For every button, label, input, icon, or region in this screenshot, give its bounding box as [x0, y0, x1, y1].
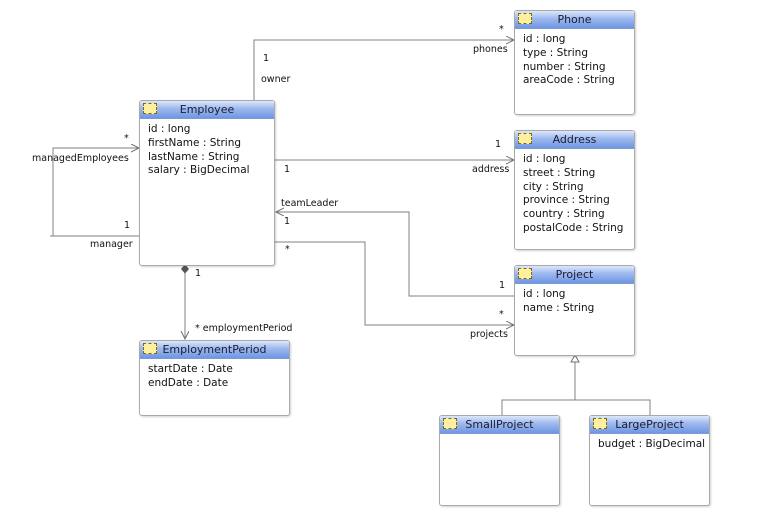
- team-leader-employee-multiplicity: 1: [284, 216, 291, 227]
- class-small-project-header: SmallProject: [440, 416, 559, 434]
- attribute: salary : BigDecimal: [148, 164, 250, 177]
- class-large-project-attributes: budget : BigDecimal: [590, 434, 709, 452]
- attribute: areaCode : String: [523, 74, 615, 87]
- large-project-generalization-line[interactable]: [575, 399, 651, 415]
- class-large-project-name: LargeProject: [615, 418, 684, 431]
- class-large-project-header: LargeProject: [590, 416, 709, 434]
- attribute: firstName : String: [148, 136, 242, 149]
- class-employee-name: Employee: [179, 103, 235, 116]
- projects-employee-multiplicity: *: [285, 244, 290, 255]
- class-address-header: Address: [515, 131, 634, 149]
- class-icon: [143, 343, 157, 354]
- address-source-multiplicity: 1: [284, 164, 291, 175]
- attribute: number : String: [523, 60, 606, 73]
- manager-role: manager: [90, 239, 133, 250]
- team-leader-line[interactable]: [276, 212, 514, 297]
- attribute: id : long: [523, 33, 566, 45]
- projects-role: projects: [470, 329, 508, 340]
- phones-target-role: phones: [473, 44, 508, 55]
- class-employment-period[interactable]: EmploymentPeriod startDate : Date endDat…: [139, 340, 290, 416]
- class-phone[interactable]: Phone id : long type : String number : S…: [514, 10, 635, 115]
- attribute: id : long: [523, 153, 566, 165]
- class-project-header: Project: [515, 266, 634, 284]
- address-target-role: address: [472, 164, 510, 175]
- class-phone-name: Phone: [557, 13, 592, 26]
- class-icon: [518, 133, 532, 144]
- attribute: country : String: [523, 208, 605, 221]
- class-employment-period-header: EmploymentPeriod: [140, 341, 289, 359]
- attribute: id : long: [523, 288, 566, 300]
- class-project[interactable]: Project id : long name : String: [514, 265, 635, 356]
- attribute: id : long: [148, 123, 191, 135]
- attribute: type : String: [523, 46, 589, 59]
- manager-line[interactable]: [52, 148, 139, 236]
- class-icon: [593, 418, 607, 429]
- manager-multiplicity: 1: [124, 220, 131, 231]
- class-phone-attributes: id : long type : String number : String …: [515, 29, 634, 88]
- class-icon: [518, 13, 532, 24]
- employment-period-source-multiplicity: 1: [195, 268, 202, 279]
- phones-source-multiplicity: 1: [263, 53, 270, 64]
- projects-project-multiplicity: *: [499, 309, 504, 320]
- attribute: endDate : Date: [148, 376, 229, 389]
- attribute: budget : BigDecimal: [598, 438, 706, 450]
- attribute: name : String: [523, 301, 595, 314]
- class-small-project-name: SmallProject: [465, 418, 534, 431]
- composition-diamond-icon: [180, 264, 190, 274]
- class-icon: [443, 418, 457, 429]
- class-project-name: Project: [555, 268, 594, 281]
- team-leader-role: teamLeader: [281, 198, 339, 209]
- attribute: province : String: [523, 194, 610, 207]
- class-address-name: Address: [552, 133, 597, 146]
- class-address-attributes: id : long street : String city : String …: [515, 149, 634, 236]
- class-icon: [143, 103, 157, 114]
- attribute: postalCode : String: [523, 221, 624, 234]
- class-employee[interactable]: Employee id : long firstName : String la…: [139, 100, 275, 266]
- phones-target-multiplicity: *: [499, 24, 504, 35]
- class-employee-attributes: id : long firstName : String lastName : …: [140, 119, 274, 178]
- employment-period-role: * employmentPeriod: [195, 323, 293, 334]
- attribute: lastName : String: [148, 150, 240, 163]
- class-employment-period-name: EmploymentPeriod: [162, 343, 267, 356]
- class-project-attributes: id : long name : String: [515, 284, 634, 316]
- class-small-project[interactable]: SmallProject: [439, 415, 560, 506]
- class-phone-header: Phone: [515, 11, 634, 29]
- class-address[interactable]: Address id : long street : String city :…: [514, 130, 635, 250]
- phones-association-line[interactable]: [253, 40, 514, 101]
- class-large-project[interactable]: LargeProject budget : BigDecimal: [589, 415, 710, 506]
- team-leader-project-multiplicity: 1: [499, 280, 506, 291]
- small-project-generalization-line[interactable]: [501, 399, 575, 415]
- class-icon: [518, 268, 532, 279]
- generalization-triangle-icon: [570, 353, 580, 363]
- managed-employees-multiplicity: *: [124, 133, 129, 144]
- address-target-multiplicity: 1: [495, 139, 502, 150]
- phones-source-role: owner: [261, 74, 291, 85]
- class-employment-period-attributes: startDate : Date endDate : Date: [140, 359, 289, 391]
- attribute: city : String: [523, 180, 584, 193]
- class-employee-header: Employee: [140, 101, 274, 119]
- attribute: startDate : Date: [148, 363, 233, 375]
- managed-employees-role: managedEmployees: [32, 153, 129, 164]
- attribute: street : String: [523, 166, 596, 179]
- projects-association-line[interactable]: [274, 241, 514, 325]
